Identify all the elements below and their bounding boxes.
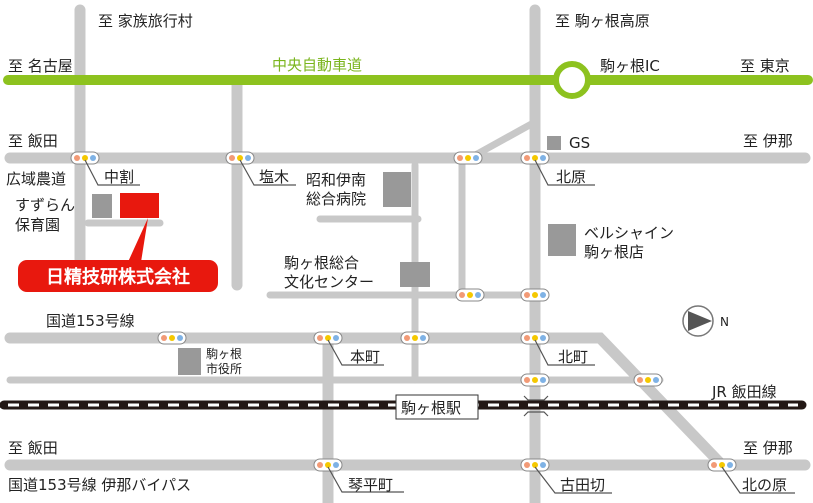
bunka-2: 文化センター [284,273,374,291]
dir-nagoya: 至 名古屋 [8,57,73,75]
dir-tokyo: 至 東京 [740,57,790,75]
highway-name: 中央自動車道 [272,56,362,74]
dir-iida-1: 至 飯田 [8,132,58,150]
cityhall-1: 駒ヶ根 [206,347,242,361]
roads [4,4,811,503]
interchange-icon [553,61,591,99]
traffic-lights [70,151,737,472]
traffic-light-icon [157,331,187,345]
gs-label: GS [569,134,590,152]
traffic-light-icon [313,331,343,345]
highway [3,61,813,99]
int-kitahara: 北原 [556,168,586,186]
compass-n: N [720,315,729,329]
traffic-light-icon [225,151,255,165]
dir-komagane-kogen: 至 駒ヶ根高原 [555,12,650,30]
traffic-light-icon [400,331,430,345]
traffic-light-icon [313,458,343,472]
traffic-light-icon [707,458,737,472]
leaders [84,159,795,494]
bunka-1: 駒ヶ根総合 [284,254,359,272]
company-name: 日精技研株式会社 [46,266,190,288]
bell-1: ベルシャイン [584,224,674,242]
bell-2: 駒ヶ根店 [584,243,644,261]
buildings [92,136,576,375]
suzuran-1: すずらん [15,196,75,214]
int-furutagiri: 古田切 [560,476,605,494]
company-callout: 日精技研株式会社 [18,218,218,292]
hospital-1: 昭和伊南 [306,171,366,189]
int-kotohira: 琴平町 [348,476,393,494]
station: 駒ヶ根駅 [395,394,479,420]
traffic-light-icon [455,288,485,302]
traffic-light-icon [520,331,550,345]
hospital-2: 総合病院 [306,190,366,208]
traffic-light-icon [520,151,550,165]
bypass: 国道153号線 伊那バイパス [8,476,191,494]
int-kitanohara: 北の原 [742,476,787,494]
dir-kazoku: 至 家族旅行村 [98,12,193,30]
int-kitamachi: 北町 [558,348,588,366]
ic-name: 駒ヶ根IC [600,57,660,75]
company-building [120,193,159,218]
traffic-light-icon [453,151,483,165]
route153: 国道153号線 [46,312,135,330]
traffic-light-icon [520,458,550,472]
dir-ina-2: 至 伊那 [743,439,793,457]
int-shiogi: 塩木 [259,168,289,186]
suzuran-2: 保育園 [15,216,60,234]
station-name: 駒ヶ根駅 [401,399,461,417]
jr-line: JR 飯田線 [711,383,777,401]
traffic-light-icon [520,288,550,302]
compass: N [682,305,729,337]
kouiki-road: 広域農道 [6,170,66,188]
traffic-light-icon [70,151,100,165]
cityhall-2: 市役所 [206,361,242,376]
int-honmachi: 本町 [350,348,380,366]
labels: 至 家族旅行村 至 駒ヶ根高原 至 名古屋 至 東京 中央自動車道 駒ヶ根IC … [6,12,793,494]
dir-ina-1: 至 伊那 [743,132,793,150]
traffic-light-icon [520,373,550,387]
traffic-light-icon [633,373,663,387]
dir-iida-2: 至 飯田 [8,439,58,457]
int-nakawari: 中割 [104,168,134,186]
